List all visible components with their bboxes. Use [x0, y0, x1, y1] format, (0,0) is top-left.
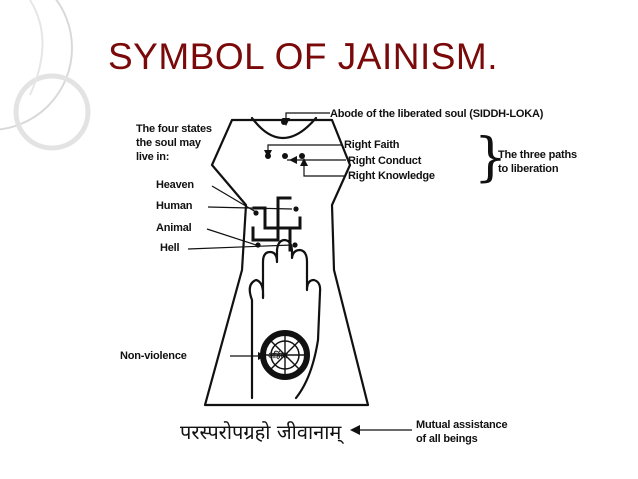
- deco-circle-outer: [0, 0, 73, 131]
- mutual-assistance-line-1: Mutual assistance: [416, 419, 508, 431]
- animal-pointer: [206, 228, 257, 246]
- sanskrit-mantra: परस्परोपग्रहो जीवानाम्: [180, 420, 342, 444]
- deco-circle-inner: [13, 73, 91, 151]
- swastika-shape: [251, 196, 302, 252]
- brace-glyph: }: [474, 128, 508, 188]
- human-label: Human: [156, 200, 193, 212]
- mutual-arrowhead: [350, 425, 360, 435]
- right-faith-label: Right Faith: [344, 139, 400, 151]
- right-knowledge-pointer: [303, 159, 346, 177]
- slide-title: SYMBOL OF JAINISM.: [108, 36, 499, 77]
- conduct-arrowhead: [289, 156, 297, 164]
- jewel-dot-3: [299, 153, 305, 159]
- abode-arrowhead: [282, 118, 290, 126]
- deco-arc: [29, 0, 44, 96]
- human-pointer: [207, 206, 293, 210]
- four-states-line-2: the soul may: [136, 137, 201, 149]
- wheel-text: अहिंसा: [268, 351, 288, 360]
- mutual-assistance-line-2: of all beings: [416, 433, 478, 445]
- crescent-shape: [250, 116, 318, 140]
- four-states-line-1: The four states: [136, 123, 212, 135]
- hell-pointer: [187, 244, 293, 250]
- swastika-dot-4: [292, 242, 298, 248]
- swastika-dot-2: [293, 206, 299, 212]
- non-violence-label: Non-violence: [120, 350, 187, 362]
- right-knowledge-label: Right Knowledge: [348, 170, 435, 182]
- non-violence-arrowhead: [258, 352, 266, 360]
- abode-label: Abode of the liberated soul (SIDDH-LOKA): [330, 108, 544, 120]
- four-states-line-3: live in:: [136, 151, 170, 163]
- right-faith-pointer: [267, 144, 342, 154]
- right-conduct-label: Right Conduct: [348, 155, 422, 167]
- hell-label: Hell: [160, 242, 180, 254]
- jewel-dot-2: [282, 153, 288, 159]
- animal-label: Animal: [156, 222, 192, 234]
- faith-arrowhead: [264, 150, 272, 158]
- three-paths-line-1: The three paths: [498, 149, 577, 161]
- three-paths-line-2: to liberation: [498, 163, 559, 175]
- abode-pointer: [285, 112, 330, 120]
- emblem-outline: [203, 118, 370, 407]
- knowledge-arrowhead: [300, 158, 308, 166]
- heaven-label: Heaven: [156, 179, 194, 191]
